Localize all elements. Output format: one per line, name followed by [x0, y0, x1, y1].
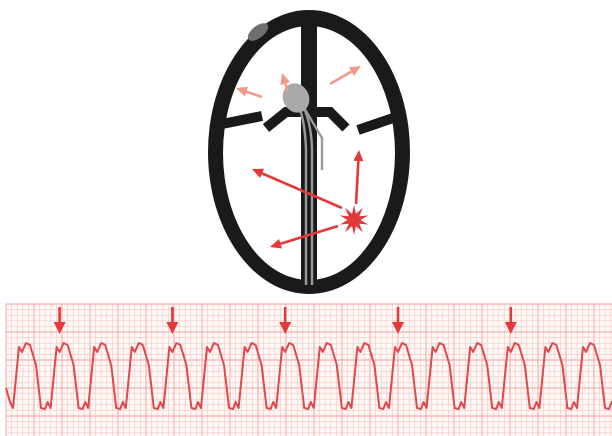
arrow-focus-up-head: [353, 150, 364, 162]
ventricle-diagram: [208, 10, 410, 294]
arrow-tip-up: [280, 73, 291, 93]
inner-right-partition: [317, 107, 350, 132]
arrow-focus-upper-left-shaft: [261, 172, 343, 210]
arrow-focus-upper-left: [252, 168, 343, 210]
marker-head: [166, 322, 179, 334]
arrow-tip-upper-right-shaft: [329, 70, 353, 86]
arrow-tip-upper-right-head: [348, 66, 361, 76]
arrow-tip-upper-right: [329, 66, 361, 86]
ecg-trace: [5, 342, 612, 410]
arrow-tip-left-head: [236, 86, 249, 97]
arrow-focus-lower-left-head: [270, 238, 282, 249]
ecg-marker-arrow: [166, 307, 179, 334]
left-partition-bar: [221, 111, 263, 129]
arrow-tip-up-head: [280, 73, 291, 85]
burst-icon: [339, 205, 369, 235]
arrow-tip-left-shaft: [245, 90, 263, 99]
marker-head: [504, 322, 517, 334]
ecg-marker-arrow: [392, 307, 404, 334]
arrow-focus-lower-left-shaft: [280, 224, 339, 245]
arrow-tip-up-shaft: [284, 83, 290, 93]
marker-head: [53, 322, 66, 334]
ecg-marker-arrow: [53, 307, 66, 334]
ecg-marker-arrow: [279, 307, 292, 334]
ecg-strip: [5, 303, 612, 436]
lead-helix: [301, 105, 324, 170]
arrow-focus-up-shaft: [354, 160, 360, 205]
arrow-focus-upper-left-head: [252, 168, 265, 178]
marker-head: [279, 322, 292, 334]
septum: [301, 14, 317, 290]
marker-head: [392, 322, 404, 334]
arrow-focus-lower-left: [270, 224, 339, 249]
lead-tip: [282, 83, 310, 113]
ecg-marker-arrow: [504, 307, 517, 334]
arrow-focus-up: [353, 150, 364, 205]
right-partition-bar: [356, 112, 398, 135]
arrow-tip-left: [236, 86, 263, 99]
wall-highlight: [247, 23, 269, 41]
